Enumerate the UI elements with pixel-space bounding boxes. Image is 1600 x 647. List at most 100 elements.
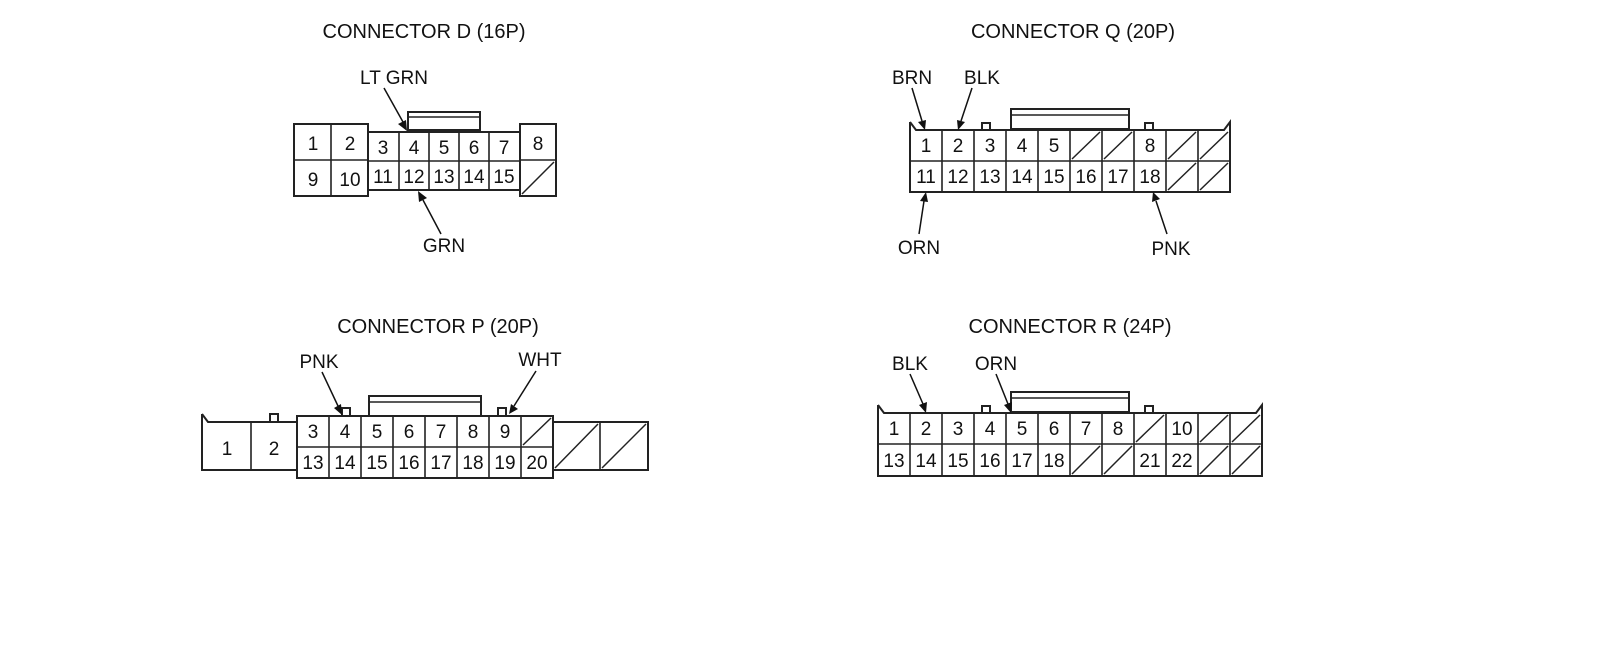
connector-p-pin-8: 8 — [468, 422, 479, 443]
connector-p-pin-7: 7 — [436, 422, 447, 443]
connector-r-pin-4: 4 — [985, 419, 996, 440]
connector-r-pin-18: 18 — [1043, 451, 1064, 472]
connector-q-pin-8: 8 — [1145, 136, 1156, 157]
connector-p-latch — [368, 395, 482, 417]
connector-p-pin-14: 14 — [334, 453, 356, 474]
connector-q-pin-11: 11 — [916, 167, 936, 188]
connector-r-arrow-blk — [909, 373, 927, 413]
connector-d-pin-4: 4 — [409, 138, 420, 159]
connector-p-wire-wht: WHT — [518, 350, 562, 371]
connector-q-pin-17: 17 — [1107, 167, 1128, 188]
connector-q-wire-brn: BRN — [892, 68, 932, 89]
connector-d-wire-lt-grn: LT GRN — [360, 68, 428, 89]
connector-q-pin-4: 4 — [1017, 136, 1028, 157]
connector-r-pin-22: 22 — [1171, 451, 1192, 472]
connector-r: CONNECTOR R (24P) 1 2 — [877, 316, 1263, 477]
connector-p-pin-18: 18 — [462, 453, 483, 474]
connector-d-empty-cavity — [521, 161, 555, 195]
connector-r-pin-16: 16 — [979, 451, 1000, 472]
connector-q-empty-cavities — [1071, 131, 1229, 191]
connector-d-pin-14: 14 — [463, 167, 485, 188]
connector-d-pin-13: 13 — [433, 167, 454, 188]
connector-p-pin-20: 20 — [526, 453, 547, 474]
connector-d-pin-9: 9 — [308, 170, 319, 191]
connector-q: CONNECTOR Q (20P) 1 2 3 4 5 — [892, 21, 1231, 260]
connector-r-pin-21: 21 — [1139, 451, 1160, 472]
connector-q-title: CONNECTOR Q (20P) — [971, 21, 1175, 43]
connector-q-wire-blk: BLK — [964, 68, 1000, 89]
connector-q-housing — [909, 119, 1231, 193]
connector-q-pin-16: 16 — [1075, 167, 1096, 188]
connector-q-arrow-brn — [911, 87, 926, 130]
connector-p-left-block — [201, 413, 298, 471]
connector-d-pin-5: 5 — [439, 138, 450, 159]
connector-q-pin-18: 18 — [1139, 167, 1160, 188]
connector-p-empty-cavities — [522, 417, 647, 469]
connector-p-pin-2: 2 — [269, 439, 280, 460]
connector-r-pin-2: 2 — [921, 419, 932, 440]
connector-r-pin-1: 1 — [889, 419, 900, 440]
connector-q-pin-1: 1 — [921, 136, 932, 157]
connector-r-pin-14: 14 — [915, 451, 937, 472]
connector-p-title: CONNECTOR P (20P) — [337, 316, 539, 338]
connector-q-arrow-blk — [957, 87, 973, 130]
connector-r-arrow-orn — [995, 373, 1012, 413]
connector-q-arrow-pnk — [1152, 192, 1168, 235]
connector-q-pin-14: 14 — [1011, 167, 1033, 188]
connector-r-pin-17: 17 — [1011, 451, 1032, 472]
connector-p-pin-4: 4 — [340, 422, 351, 443]
connector-p-pin-16: 16 — [398, 453, 419, 474]
connector-q-pin-15: 15 — [1043, 167, 1064, 188]
connector-p-pin-1: 1 — [222, 439, 233, 460]
connector-d-pin-2: 2 — [345, 134, 356, 155]
connector-d-arrow-grn — [418, 191, 442, 235]
connector-r-pin-8: 8 — [1113, 419, 1124, 440]
connector-d-wire-grn: GRN — [423, 236, 465, 257]
connector-p-wire-pnk: PNK — [299, 352, 338, 373]
connector-p-pin-3: 3 — [308, 422, 319, 443]
connector-p-pin-9: 9 — [500, 422, 511, 443]
connector-r-wire-orn: ORN — [975, 354, 1017, 375]
connector-d-pin-1: 1 — [308, 134, 319, 155]
connector-d-arrow-lt-grn — [383, 87, 407, 131]
connector-d-pin-15: 15 — [493, 167, 514, 188]
connector-r-wire-blk: BLK — [892, 354, 928, 375]
connector-p-arrow-pnk — [321, 371, 342, 415]
connector-r-empty-cavities — [1071, 414, 1261, 475]
connector-d-latch — [407, 111, 481, 131]
connector-d-title: CONNECTOR D (16P) — [323, 21, 526, 43]
connector-q-arrow-orn — [918, 192, 928, 235]
connector-d-pin-6: 6 — [469, 138, 480, 159]
connector-d-pin-10: 10 — [339, 170, 360, 191]
connector-r-pin-10: 10 — [1171, 419, 1192, 440]
connector-p-pin-5: 5 — [372, 422, 383, 443]
connector-p-pin-13: 13 — [302, 453, 323, 474]
connector-r-title: CONNECTOR R (24P) — [969, 316, 1172, 338]
connector-q-pin-5: 5 — [1049, 136, 1060, 157]
connector-p-pin-19: 19 — [494, 453, 515, 474]
connector-q-wire-pnk: PNK — [1151, 239, 1190, 260]
connector-r-latch — [1010, 391, 1130, 413]
connector-r-pin-13: 13 — [883, 451, 904, 472]
connector-d-pin-12: 12 — [403, 167, 424, 188]
connector-q-pin-13: 13 — [979, 167, 1000, 188]
connector-p: CONNECTOR P (20P) 1 2 3 4 5 — [201, 316, 649, 479]
connector-d-pin-11: 11 — [373, 167, 393, 188]
connector-q-latch — [1010, 108, 1130, 130]
connector-q-pin-12: 12 — [947, 167, 968, 188]
connector-r-pin-3: 3 — [953, 419, 964, 440]
connector-p-arrow-wht — [509, 370, 537, 414]
connector-q-wire-orn: ORN — [898, 238, 940, 259]
connector-q-pin-2: 2 — [953, 136, 964, 157]
connector-r-housing — [877, 402, 1263, 477]
connector-p-pin-15: 15 — [366, 453, 387, 474]
connector-d-pin-8: 8 — [533, 134, 544, 155]
connector-q-pin-3: 3 — [985, 136, 996, 157]
connector-p-pin-17: 17 — [430, 453, 451, 474]
connector-r-pin-15: 15 — [947, 451, 968, 472]
connector-d-pin-3: 3 — [378, 138, 389, 159]
connector-p-pin-6: 6 — [404, 422, 415, 443]
connector-d: CONNECTOR D (16P) 1 2 3 4 5 6 7 8 9 10 1… — [293, 21, 557, 257]
connector-r-pin-7: 7 — [1081, 419, 1092, 440]
